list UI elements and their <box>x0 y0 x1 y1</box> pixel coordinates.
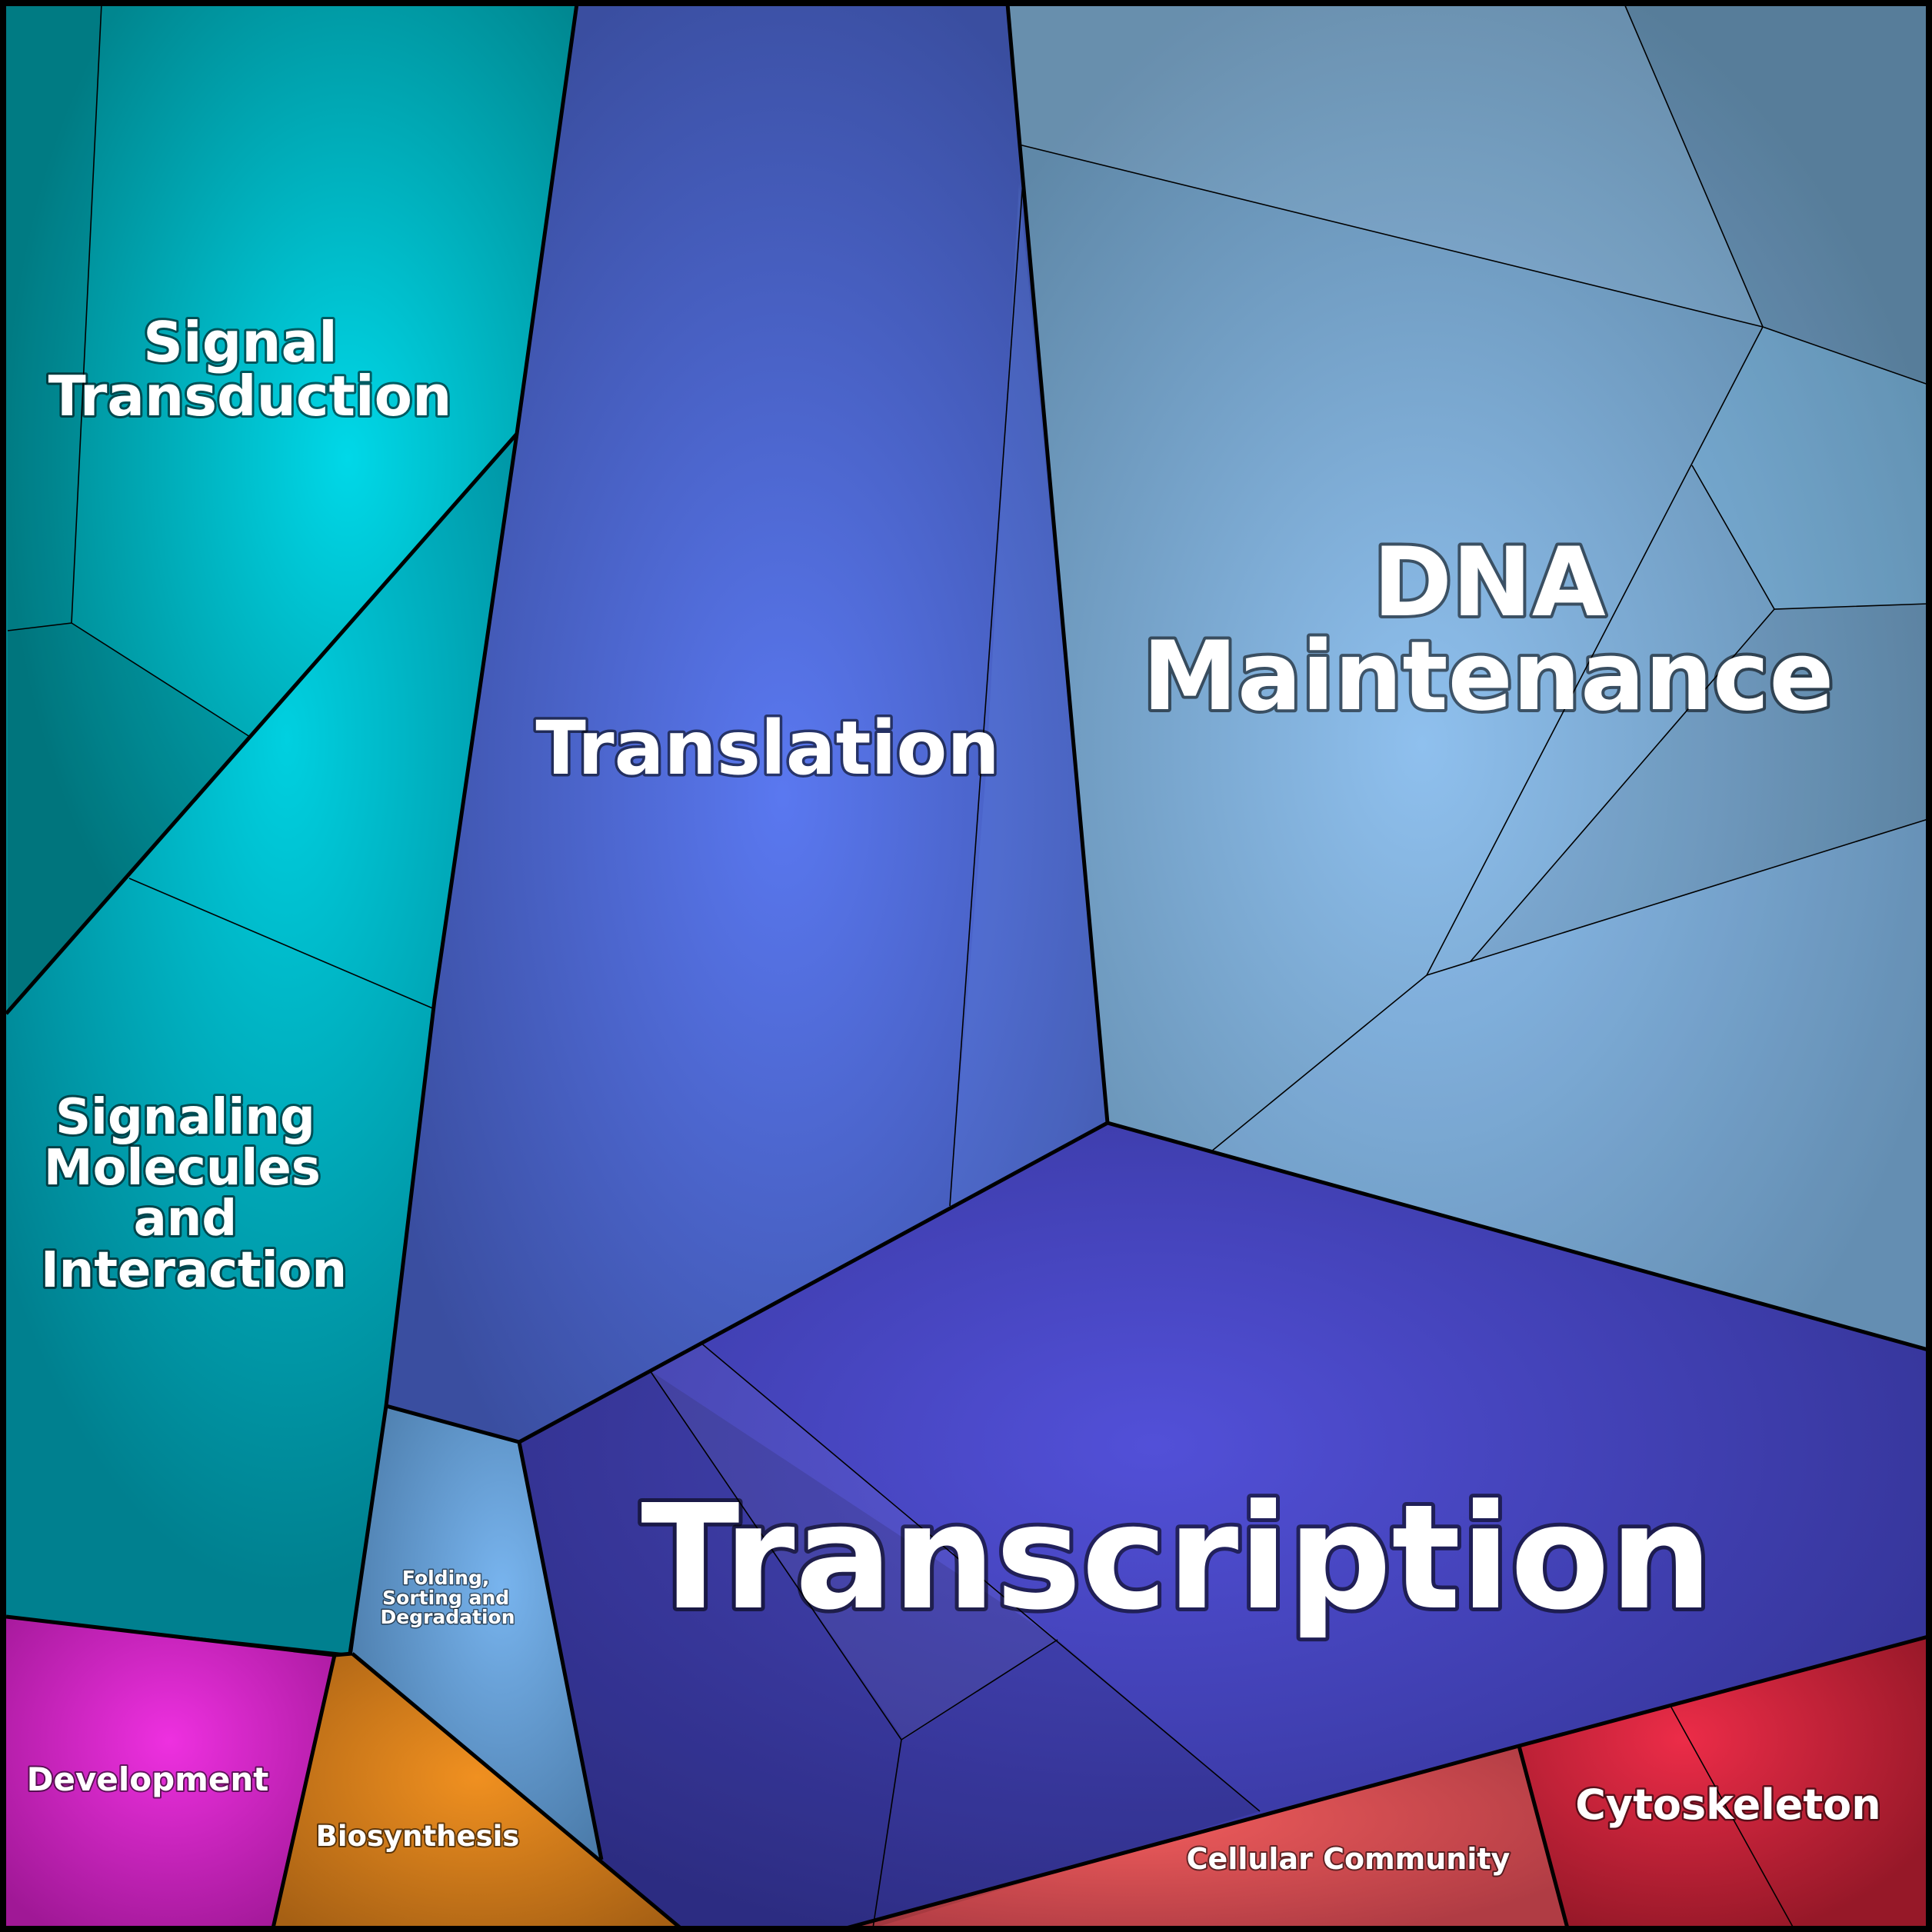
cell-transcription[interactable] <box>519 1123 1928 1928</box>
label-line: Sorting and <box>382 1587 509 1609</box>
cell-signaling-molecules[interactable] <box>6 434 517 1654</box>
label-line: Signal <box>143 310 338 375</box>
cell-folding[interactable] <box>352 1406 601 1860</box>
subcell-shade <box>8 623 250 1014</box>
cell-cytoskeleton[interactable] <box>1519 1637 1928 1928</box>
label-line: Interaction <box>41 1242 347 1299</box>
label-line: Cytoskeleton <box>1575 1780 1880 1829</box>
label-dna-maintenance: DNA Maintenance <box>1142 528 1834 732</box>
label-line: Maintenance <box>1142 621 1834 732</box>
subcell-shade <box>4 4 102 631</box>
label-line: and <box>134 1191 238 1247</box>
cell-signal-transduction[interactable] <box>4 4 577 1014</box>
subcell-shade <box>519 1371 1058 1928</box>
label-line: Translation <box>535 705 999 791</box>
label-line: DNA <box>1373 528 1606 638</box>
label-line: Molecules <box>44 1140 321 1197</box>
label-biosynthesis: Biosynthesis <box>316 1820 520 1853</box>
label-signaling-molecules: Signaling Molecules and Interaction <box>41 1089 347 1299</box>
label-cellular-community: Cellular Community <box>1187 1842 1511 1876</box>
label-translation: Translation <box>535 705 999 791</box>
label-transcription: Transcription <box>641 1474 1712 1642</box>
label-cytoskeleton: Cytoskeleton <box>1575 1780 1880 1829</box>
subcell-shade <box>1471 604 1928 961</box>
label-line: Signaling <box>55 1089 315 1146</box>
label-line: Biosynthesis <box>316 1820 520 1853</box>
subcell-shade <box>873 1640 1260 1928</box>
cell-development[interactable] <box>4 1617 335 1928</box>
subcell-shade <box>1624 4 1928 385</box>
subcell-borders <box>7 3 1929 1929</box>
subcell-shade <box>650 1342 1058 1740</box>
label-line: Folding, <box>402 1567 489 1589</box>
subcell-shade <box>1211 819 1928 1350</box>
cell-dna-maintenance[interactable] <box>1008 4 1928 1350</box>
label-line: Development <box>27 1760 269 1798</box>
cell-translation[interactable] <box>386 4 1108 1442</box>
label-signal-transduction: Signal Transduction <box>48 310 452 428</box>
cell-biosynthesis[interactable] <box>273 1654 681 1928</box>
label-line: Transduction <box>48 364 452 428</box>
label-development: Development <box>27 1760 269 1798</box>
label-line: Transcription <box>641 1474 1712 1642</box>
subcell-shade <box>950 183 1108 1206</box>
label-folding: Folding, Sorting and Degradation <box>380 1567 515 1628</box>
subcell-shade <box>1692 327 1928 609</box>
label-line: Degradation <box>380 1606 515 1628</box>
label-line: Cellular Community <box>1187 1842 1511 1876</box>
subcell-shade <box>1008 4 1763 327</box>
cell-cellular-community[interactable] <box>846 1746 1567 1928</box>
